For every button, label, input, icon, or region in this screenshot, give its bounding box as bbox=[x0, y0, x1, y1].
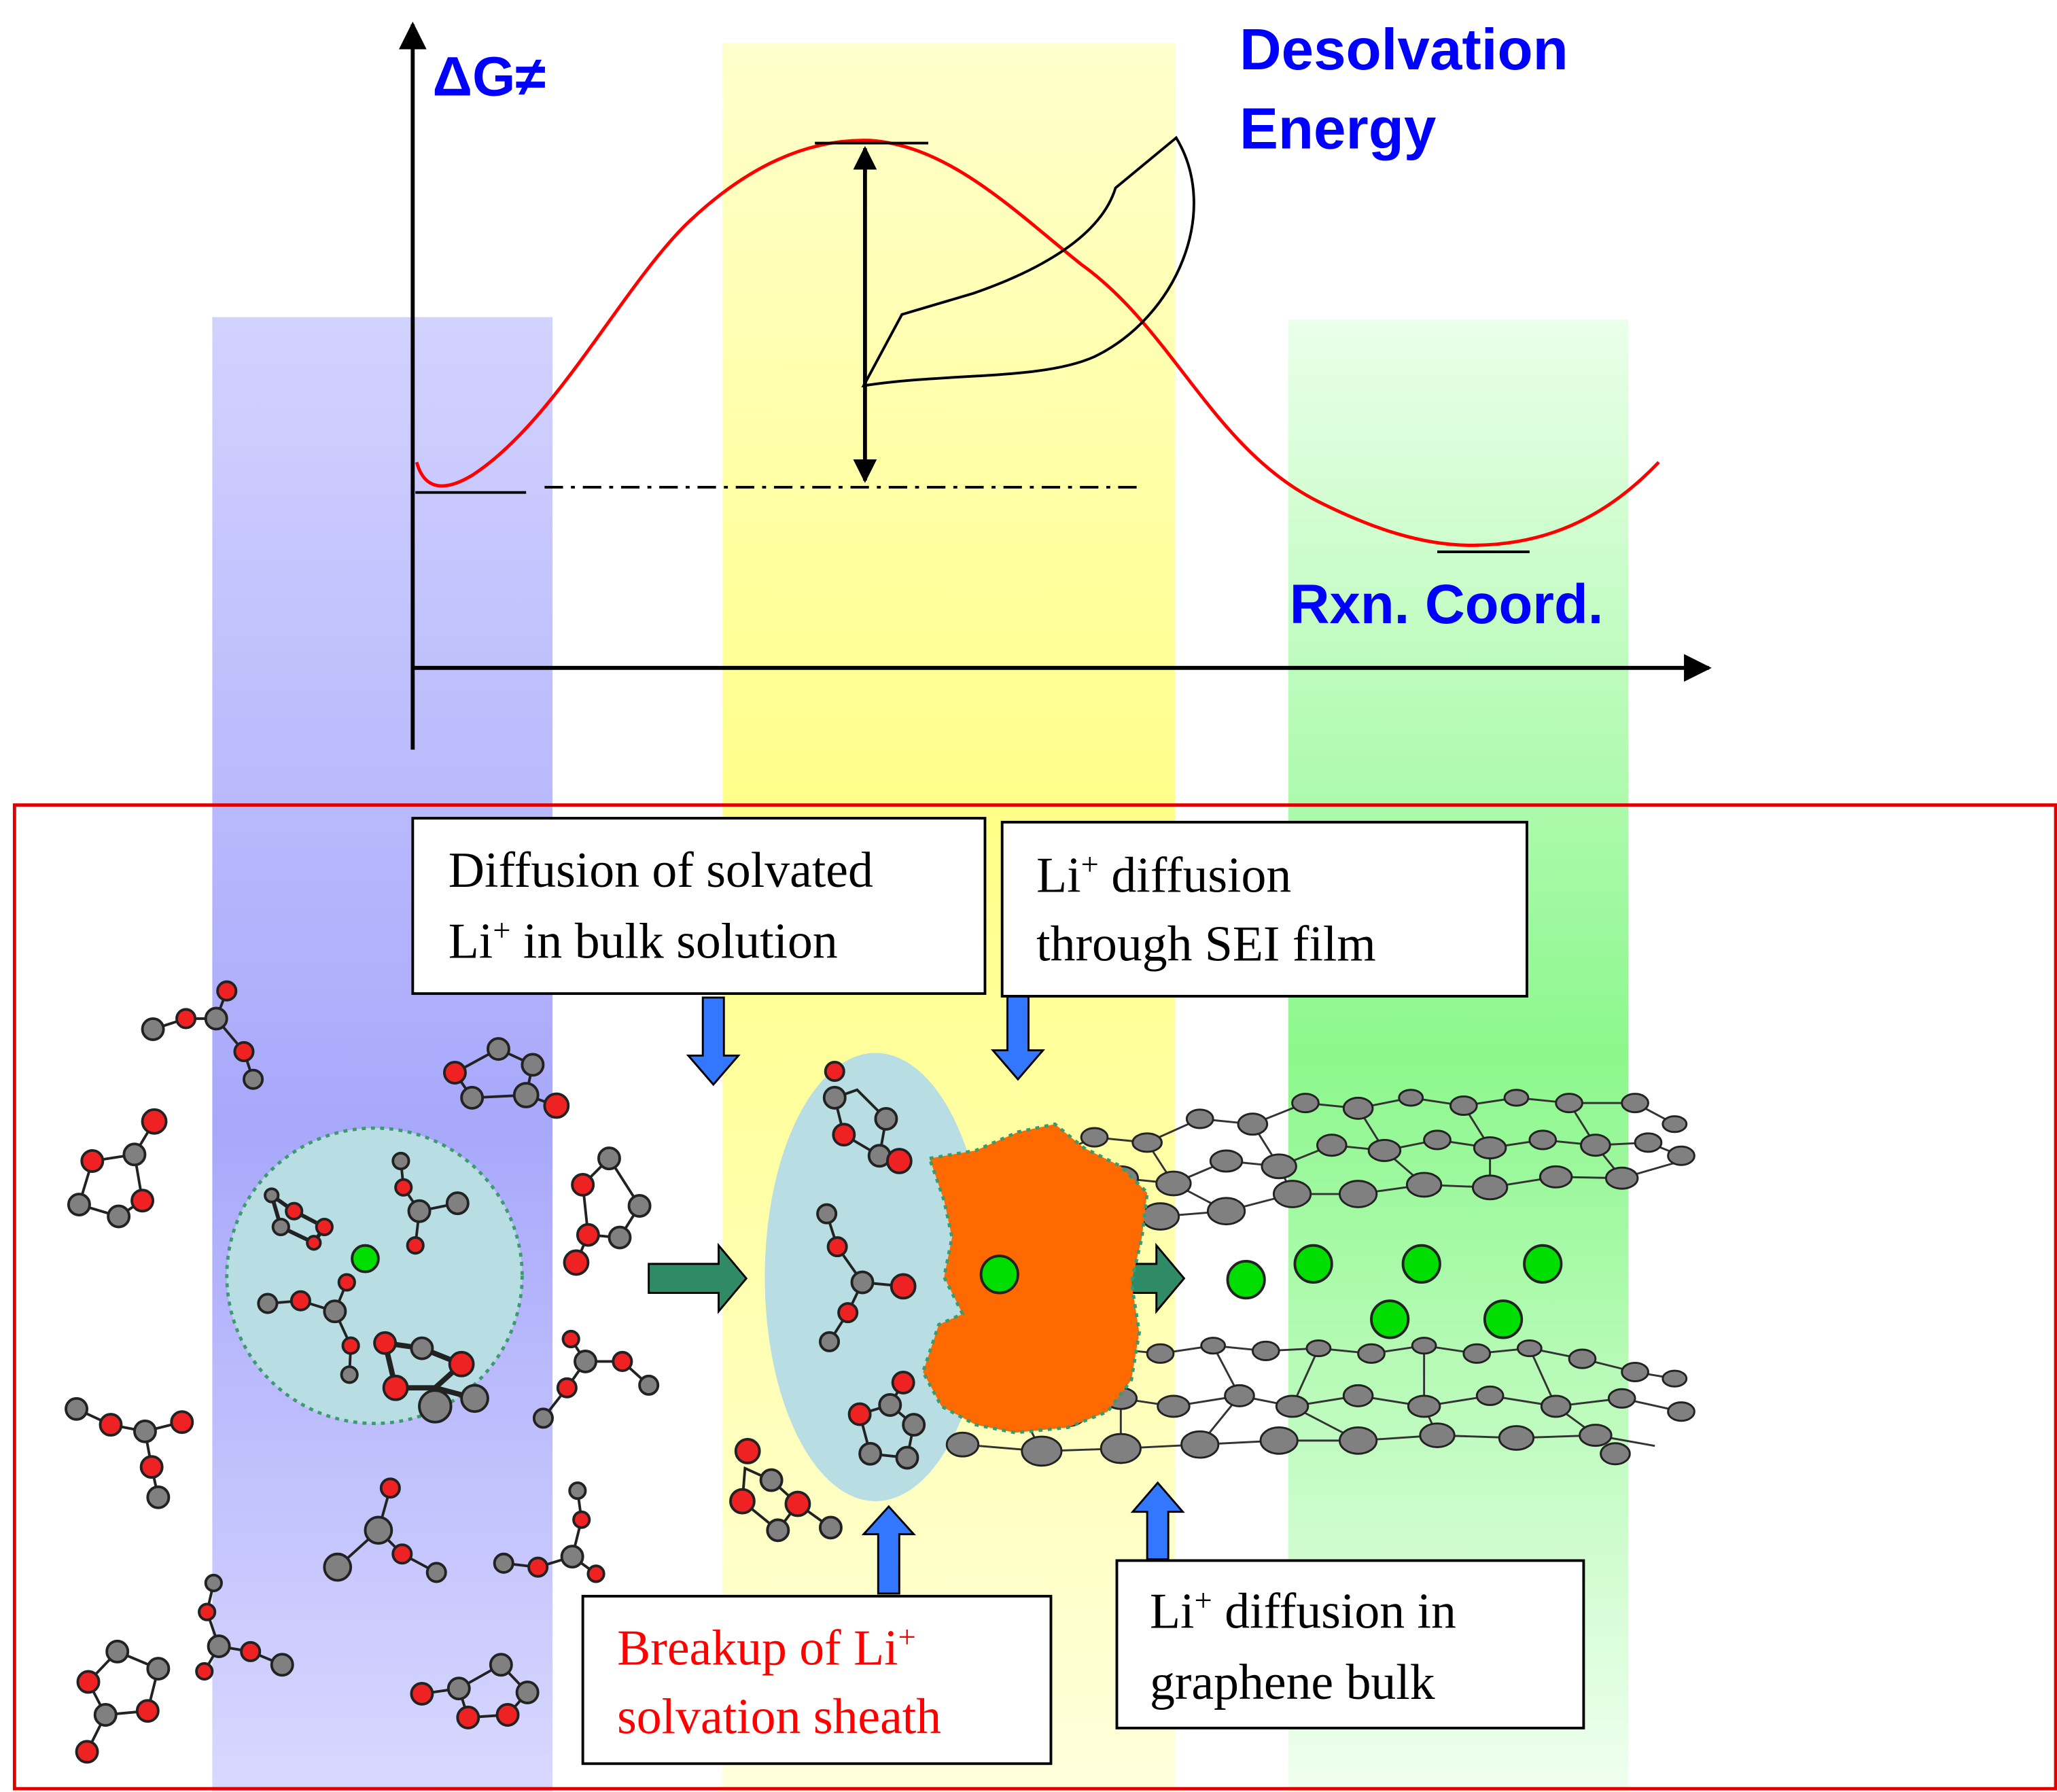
graphene-label-line2: graphene bulk bbox=[1150, 1654, 1435, 1710]
solvent-molecule bbox=[67, 1108, 168, 1229]
sei-label-line1: Li+ diffusion bbox=[1036, 847, 1291, 903]
solvation-sheath bbox=[225, 1126, 524, 1426]
solvent-molecule bbox=[141, 980, 264, 1090]
label-graphene-diffusion: Li+ diffusion in graphene bulk bbox=[1115, 1559, 1585, 1729]
solvent-molecule bbox=[75, 1639, 171, 1764]
solvent-molecule bbox=[563, 1146, 652, 1276]
solvent-molecule bbox=[493, 1481, 605, 1583]
x-axis-label: Rxn. Coord. bbox=[1290, 574, 1604, 635]
graphite-band bbox=[1288, 319, 1629, 1792]
solvent-molecule bbox=[323, 1477, 447, 1583]
breakup-label-line1: Breakup of Li+ bbox=[617, 1620, 916, 1676]
li-ion bbox=[1226, 1260, 1266, 1300]
li-ion bbox=[1401, 1244, 1441, 1284]
curved-callout-arrow bbox=[861, 135, 1195, 388]
indicator-arrow-bulk bbox=[686, 996, 741, 1087]
solvated-li-ion bbox=[225, 1126, 524, 1426]
solvent-molecule bbox=[410, 1653, 540, 1729]
sheath-molecules bbox=[729, 1061, 926, 1543]
li-ion bbox=[351, 1244, 380, 1273]
breakup-label-line2: solvation sheath bbox=[617, 1689, 941, 1744]
li-ion bbox=[1523, 1244, 1563, 1284]
indicator-arrow-breakup bbox=[861, 1505, 916, 1595]
process-panel-frame bbox=[12, 803, 2057, 1791]
li-ion bbox=[1293, 1244, 1333, 1284]
sei-label-line2: through SEI film bbox=[1036, 916, 1376, 972]
flow-arrow-to-interface bbox=[648, 1242, 748, 1314]
annotation-energy: Energy bbox=[1240, 96, 1437, 161]
li-ion-in-sei bbox=[979, 1254, 1019, 1295]
y-axis-label: ΔG≠ bbox=[432, 46, 546, 108]
solvent-molecule bbox=[65, 1396, 194, 1509]
indicator-arrow-graphene bbox=[1130, 1481, 1185, 1560]
label-breakup: Breakup of Li+ solvation sheath bbox=[581, 1594, 1053, 1765]
solvent-molecule bbox=[442, 1037, 570, 1119]
li-ion bbox=[1483, 1299, 1524, 1339]
sei-film bbox=[921, 1122, 1149, 1435]
label-sei-diffusion: Li+ diffusion through SEI film bbox=[1000, 820, 1528, 998]
bulk-label-line1: Diffusion of solvated bbox=[449, 842, 873, 898]
bulk-label-line2: Li+ in bulk solution bbox=[449, 913, 838, 969]
solvent-molecule bbox=[195, 1573, 294, 1681]
label-bulk-diffusion: Diffusion of solvated Li+ in bulk soluti… bbox=[411, 817, 987, 996]
indicator-arrow-sei bbox=[990, 991, 1046, 1081]
energy-curve bbox=[415, 139, 1660, 547]
graphene-lower-layer bbox=[945, 1337, 1695, 1467]
energy-plot: ΔG≠ Rxn. Coord. Desolvation Energy bbox=[398, 18, 1712, 750]
bulk-solvent-molecules bbox=[65, 980, 660, 1764]
solvent-molecule bbox=[532, 1329, 660, 1429]
graphene-label-line1: Li+ diffusion in bbox=[1150, 1583, 1456, 1638]
annotation-desolvation: Desolvation bbox=[1240, 18, 1568, 82]
li-ion bbox=[1370, 1299, 1410, 1339]
li-ions bbox=[979, 1244, 1563, 1339]
